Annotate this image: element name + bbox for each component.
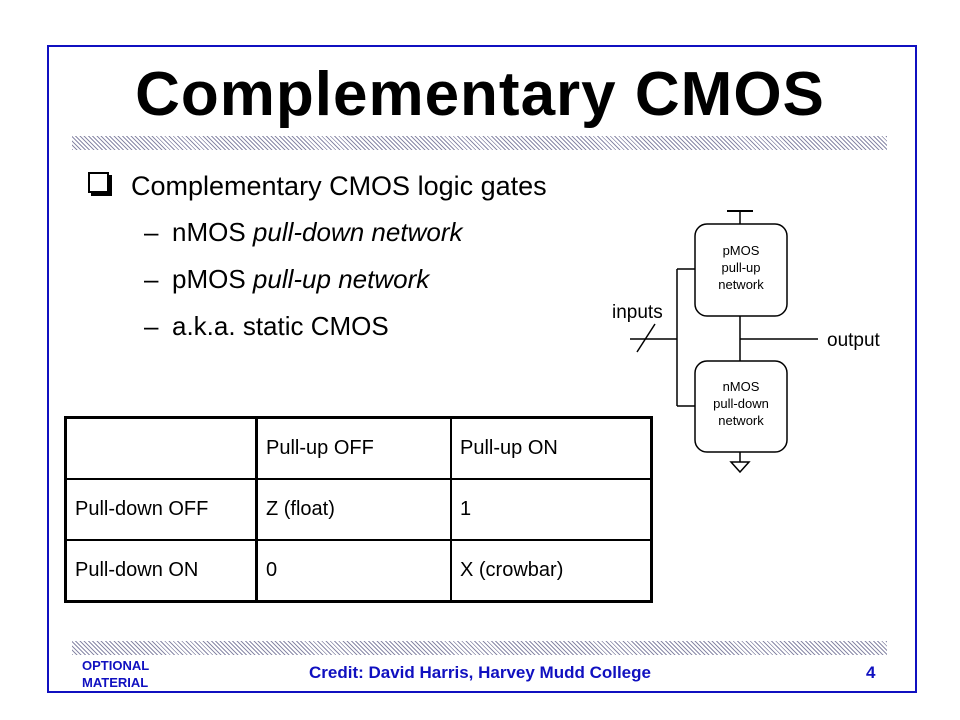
- inputs-label: inputs: [612, 302, 663, 323]
- table-cell: [64, 416, 258, 480]
- table-header-cell: Pull-up ON: [450, 416, 653, 480]
- sub-bullet-3-prefix: a.k.a. static CMOS: [172, 311, 389, 341]
- sub-bullet-2-prefix: pMOS: [172, 264, 253, 294]
- bus-slash-icon: [636, 323, 656, 353]
- note-line-1: OPTIONAL: [82, 658, 150, 673]
- table-row-header: Pull-down OFF: [64, 478, 258, 541]
- note-line-2: MATERIAL: [82, 675, 149, 690]
- nmos-label-1: nMOS: [723, 379, 760, 394]
- slide-title: Complementary CMOS: [135, 60, 825, 129]
- sub-bullet-3: –a.k.a. static CMOS: [144, 308, 389, 344]
- pmos-label-2: pull-up: [721, 260, 760, 275]
- dash-icon: –: [144, 311, 159, 341]
- bottom-divider: [72, 641, 887, 655]
- table-row: Pull-down ON 0 X (crowbar): [64, 539, 653, 603]
- output-label: output: [827, 330, 881, 351]
- table-row-header: Pull-down ON: [64, 539, 258, 603]
- sub-bullet-1-italic: pull-down network: [252, 217, 463, 247]
- sub-bullet-2-italic: pull-up network: [252, 264, 430, 294]
- credit-text: Credit: David Harris, Harvey Mudd Colleg…: [309, 663, 651, 682]
- table-cell: X (crowbar): [450, 539, 653, 603]
- pmos-label-3: network: [718, 277, 764, 292]
- table-row: Pull-down OFF Z (float) 1: [64, 478, 653, 541]
- table-cell: Z (float): [255, 478, 452, 541]
- sub-bullet-2: –pMOS pull-up network: [144, 261, 429, 297]
- dash-icon: –: [144, 264, 159, 294]
- table-header-row: Pull-up OFF Pull-up ON: [64, 416, 653, 480]
- cmos-diagram: pMOS pull-up network output nMOS pull-do…: [612, 210, 881, 474]
- main-bullet: Complementary CMOS logic gates: [88, 168, 547, 204]
- page-number: 4: [866, 663, 876, 682]
- ground-icon: [729, 461, 751, 474]
- table-cell: 0: [255, 539, 452, 603]
- truth-table: Pull-up OFF Pull-up ON Pull-down OFF Z (…: [64, 416, 653, 603]
- slide-frame: [47, 45, 917, 693]
- nmos-label-3: network: [718, 413, 764, 428]
- table-cell: 1: [450, 478, 653, 541]
- optional-material-note: OPTIONAL MATERIAL: [82, 657, 149, 691]
- dash-icon: –: [144, 217, 159, 247]
- checkbox-bullet-icon: [88, 172, 109, 193]
- sub-bullet-1-prefix: nMOS: [172, 217, 253, 247]
- top-divider: [72, 136, 887, 150]
- pmos-network-block: [694, 223, 788, 317]
- sub-bullet-1: –nMOS pull-down network: [144, 214, 462, 250]
- main-bullet-text: Complementary CMOS logic gates: [131, 171, 547, 201]
- nmos-label-2: pull-down: [713, 396, 769, 411]
- pmos-label-1: pMOS: [723, 243, 760, 258]
- table-header-cell: Pull-up OFF: [255, 416, 452, 480]
